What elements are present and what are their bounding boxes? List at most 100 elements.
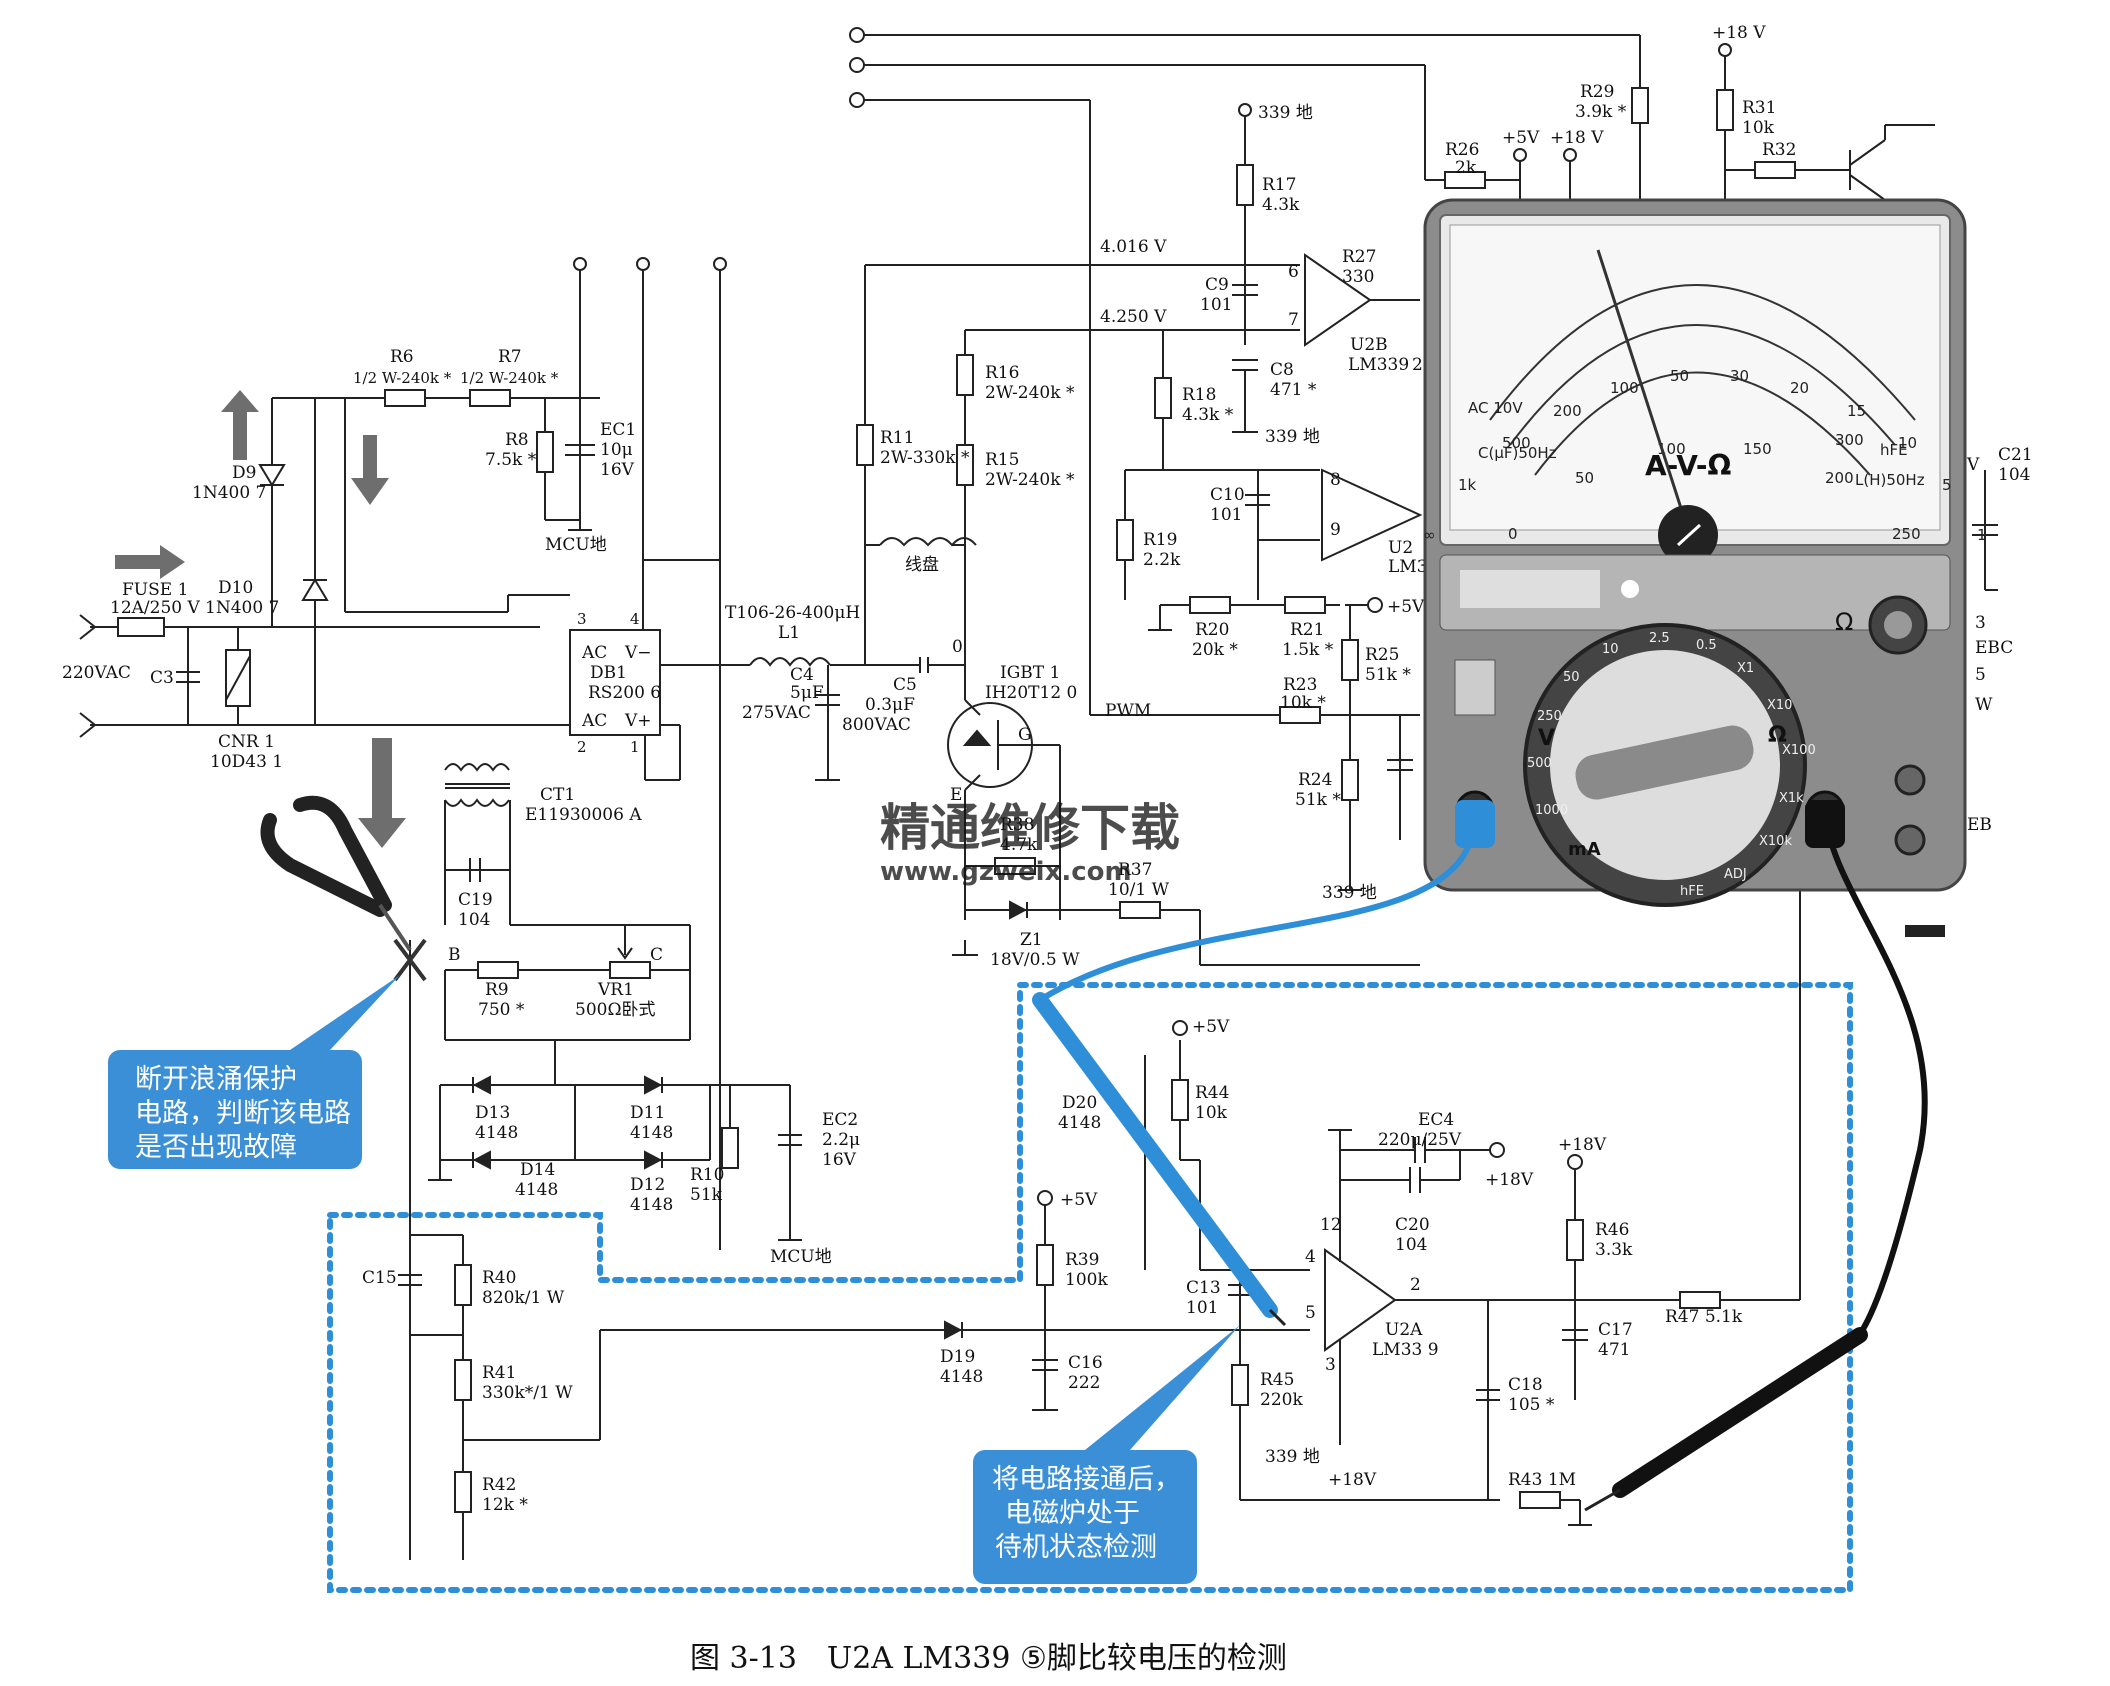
r23-value: 10k * bbox=[1280, 693, 1326, 713]
callout-left-line3: 是否出现故障 bbox=[135, 1132, 297, 1163]
scale-tick-label: 100 bbox=[1610, 379, 1639, 397]
u2b-label: U2B bbox=[1350, 335, 1388, 355]
detection-region-outline bbox=[327, 982, 1853, 1593]
r43-label: R43 1M bbox=[1508, 1470, 1576, 1490]
l1-spec: T106-26-400μH bbox=[725, 603, 860, 623]
terminal-icon bbox=[636, 257, 650, 271]
zero-node-label: 0 bbox=[952, 637, 963, 657]
r16-label: R16 bbox=[985, 363, 1019, 383]
r38-label: R38 bbox=[1000, 815, 1034, 835]
ec2-volt: 16V bbox=[822, 1150, 857, 1170]
terminal-icon bbox=[1037, 1190, 1053, 1206]
r38-value: 4.7k bbox=[1000, 835, 1038, 855]
terminal-icon bbox=[1489, 1142, 1505, 1158]
u2-value: LM3 bbox=[1388, 557, 1428, 577]
d10-value: 1N400 7 bbox=[205, 598, 279, 618]
r6-r7-chain bbox=[345, 268, 595, 531]
r25-value: 51k * bbox=[1365, 665, 1411, 685]
down-arrow-icon bbox=[358, 738, 406, 848]
vr1-label: VR1 bbox=[597, 980, 634, 1000]
current-arrows bbox=[115, 390, 406, 848]
r8-label: R8 bbox=[505, 430, 529, 450]
c16-label: C16 bbox=[1068, 1353, 1103, 1373]
aux-jack[interactable] bbox=[1894, 824, 1926, 856]
scale-tick-label: 150 bbox=[1743, 440, 1772, 458]
side-ebc: EBC bbox=[1975, 638, 2013, 658]
callout-bottom-line2: 电磁炉处于 bbox=[1005, 1498, 1140, 1529]
scale-tick-label: ∞ bbox=[1423, 526, 1436, 544]
plus18v-label: +18 V bbox=[1550, 128, 1604, 148]
db1-pin: 2 bbox=[577, 738, 587, 756]
r17-label: R17 bbox=[1262, 175, 1296, 195]
callout-left-line1: 断开浪涌保护 bbox=[135, 1064, 297, 1095]
scale-tick-label: 200 bbox=[1553, 402, 1582, 420]
r9-label: R9 bbox=[485, 980, 509, 1000]
u2a-pin2: 2 bbox=[1410, 1275, 1421, 1295]
cut-mark-icon bbox=[393, 938, 427, 982]
d9-value: 1N400 7 bbox=[192, 483, 266, 503]
c8-value: 471 * bbox=[1270, 380, 1317, 400]
u2b-pin2: 2 bbox=[1412, 355, 1423, 375]
d13-value: 4148 bbox=[475, 1123, 518, 1143]
r37-label: R37 bbox=[1118, 860, 1152, 880]
r31-value: 10k bbox=[1742, 118, 1775, 138]
r37-value: 10/1 W bbox=[1108, 880, 1170, 900]
terminal-icon bbox=[573, 257, 587, 271]
range-dial-label: 1000 bbox=[1535, 803, 1568, 818]
terminal-icon bbox=[713, 257, 727, 271]
aux-jack[interactable] bbox=[1894, 764, 1926, 796]
r29-label: R29 bbox=[1580, 82, 1614, 102]
d10-label: D10 bbox=[218, 578, 253, 598]
c19-value: 104 bbox=[458, 910, 490, 930]
terminal-icon bbox=[1718, 43, 1732, 57]
r11-label: R11 bbox=[880, 428, 914, 448]
r19-label: R19 bbox=[1143, 530, 1177, 550]
scale-tick-label: 500 bbox=[1502, 434, 1531, 452]
l1-label: L1 bbox=[778, 623, 800, 643]
u2-pin9: 9 bbox=[1330, 520, 1341, 540]
db1-pin-ac2: AC bbox=[581, 711, 607, 731]
scale-label-cap: C(μF)50Hz bbox=[1478, 444, 1557, 462]
range-dial-label: X10 bbox=[1767, 698, 1792, 713]
d14-label: D14 bbox=[520, 1160, 555, 1180]
test-probes bbox=[1032, 800, 1928, 1512]
r24-value: 51k * bbox=[1295, 790, 1341, 810]
top-comparators bbox=[850, 34, 1998, 891]
scale-tick-label: 50 bbox=[1670, 367, 1689, 385]
v-pin7-reading: 4.250 V bbox=[1100, 307, 1167, 327]
range-selector-knob[interactable] bbox=[1572, 722, 1757, 803]
callout-bottom-line3: 待机状态检测 bbox=[995, 1532, 1157, 1563]
d14-value: 4148 bbox=[515, 1180, 558, 1200]
r17-value: 4.3k bbox=[1262, 195, 1300, 215]
c10-value: 101 bbox=[1210, 505, 1242, 525]
fuse-label: FUSE 1 bbox=[122, 580, 188, 600]
side-pin-3: 3 bbox=[1975, 613, 1986, 633]
scale-tick-label: 10 bbox=[1898, 434, 1917, 452]
r25-label: R25 bbox=[1365, 645, 1399, 665]
scale-tick-label: 1 bbox=[1977, 526, 1987, 544]
r6-value: 1/2 W-240k * bbox=[353, 369, 452, 387]
scale-tick-label: 20 bbox=[1790, 379, 1809, 397]
igbt-gate-label: G bbox=[1018, 725, 1032, 745]
db1-pin: 4 bbox=[630, 610, 640, 628]
range-dial-label: ADJ bbox=[1724, 867, 1747, 882]
c15-label: C15 bbox=[362, 1268, 397, 1288]
watermark-url: www.gzweix.com bbox=[880, 857, 1132, 887]
side-eb: EB bbox=[1967, 815, 1992, 835]
range-dial-label: X1k bbox=[1779, 791, 1804, 806]
z1-value: 18V/0.5 W bbox=[990, 950, 1080, 970]
r26-value: 2k bbox=[1455, 158, 1477, 178]
terminal-icon bbox=[1238, 103, 1252, 117]
v-label: V bbox=[1966, 455, 1980, 475]
r10-value: 51k bbox=[690, 1185, 723, 1205]
r26-label: R26 bbox=[1445, 140, 1479, 160]
node-b-label: B bbox=[448, 945, 461, 965]
u2a-pin4: 4 bbox=[1305, 1247, 1316, 1267]
d9-label: D9 bbox=[232, 463, 256, 483]
plus5v-label-2: +5V bbox=[1502, 128, 1540, 148]
r45-value: 220k bbox=[1260, 1390, 1303, 1410]
c5-label: C5 bbox=[893, 675, 917, 695]
igbt-value: IH20T12 0 bbox=[985, 683, 1077, 703]
input-voltage-label: 220VAC bbox=[62, 663, 131, 683]
gnd339-label: 339 地 bbox=[1258, 103, 1313, 123]
